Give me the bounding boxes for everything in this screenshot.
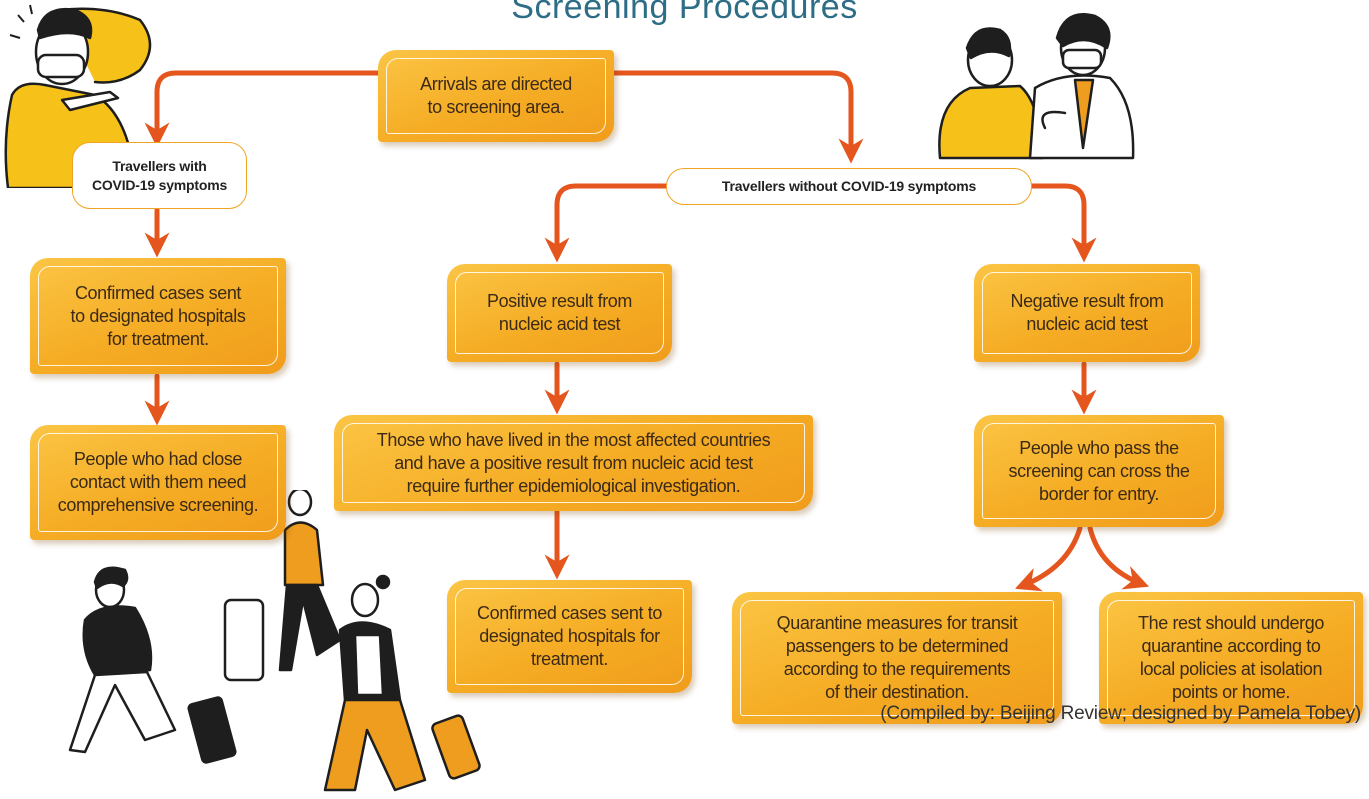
close-contact-text: People who had close contact with them n… [57,449,259,515]
with-symptoms-text: Travellers with COVID-19 symptoms [91,157,228,193]
positive-result-node: Positive result from nucleic acid test [447,264,672,362]
rest-quarantine-node: The rest should undergo quarantine accor… [1099,592,1363,724]
transit-quarantine-node: Quarantine measures for transit passenge… [732,592,1062,724]
arrow-without-to-positive [544,183,671,263]
arrow-arrivals-to-with-symptoms [144,70,383,148]
pass-screening-node: People who pass the screening can cross … [974,415,1224,527]
close-contact-node: People who had close contact with them n… [30,425,286,540]
rest-quarantine-text: The rest should undergo quarantine accor… [1138,613,1324,702]
confirmed-cases-left-node: Confirmed cases sent to designated hospi… [30,258,286,374]
arrow-pass-to-transit [1015,525,1083,592]
page-title: Screening Procedures [511,0,858,26]
negative-result-text: Negative result from nucleic acid test [1010,291,1164,334]
confirmed-cases-mid-text: Confirmed cases sent to designated hospi… [477,603,662,669]
arrivals-node: Arrivals are directed to screening area. [378,50,614,142]
with-symptoms-node: Travellers with COVID-19 symptoms [72,142,247,209]
travellers-illustration [68,490,481,792]
transit-quarantine-text: Quarantine measures for transit passenge… [776,613,1018,702]
most-affected-text: Those who have lived in the most affecte… [376,429,771,496]
pass-screening-text: People who pass the screening can cross … [1008,437,1190,504]
arrow-without-to-negative [1027,183,1097,263]
doctor-and-patient-illustration [938,13,1135,160]
confirmed-cases-left-text: Confirmed cases sent to designated hospi… [70,282,246,349]
negative-result-node: Negative result from nucleic acid test [974,264,1200,362]
arrivals-text: Arrivals are directed to screening area. [420,74,572,117]
credit-line: (Compiled by: Beijing Review; designed b… [880,703,1361,724]
most-affected-node: Those who have lived in the most affecte… [334,415,813,511]
positive-result-text: Positive result from nucleic acid test [486,291,633,334]
confirmed-cases-mid-node: Confirmed cases sent to designated hospi… [447,580,692,693]
without-symptoms-node: Travellers without COVID-19 symptoms [666,168,1032,205]
arrow-pass-to-rest [1087,525,1150,590]
arrow-arrivals-to-without-symptoms [609,70,864,164]
without-symptoms-text: Travellers without COVID-19 symptoms [721,178,977,194]
